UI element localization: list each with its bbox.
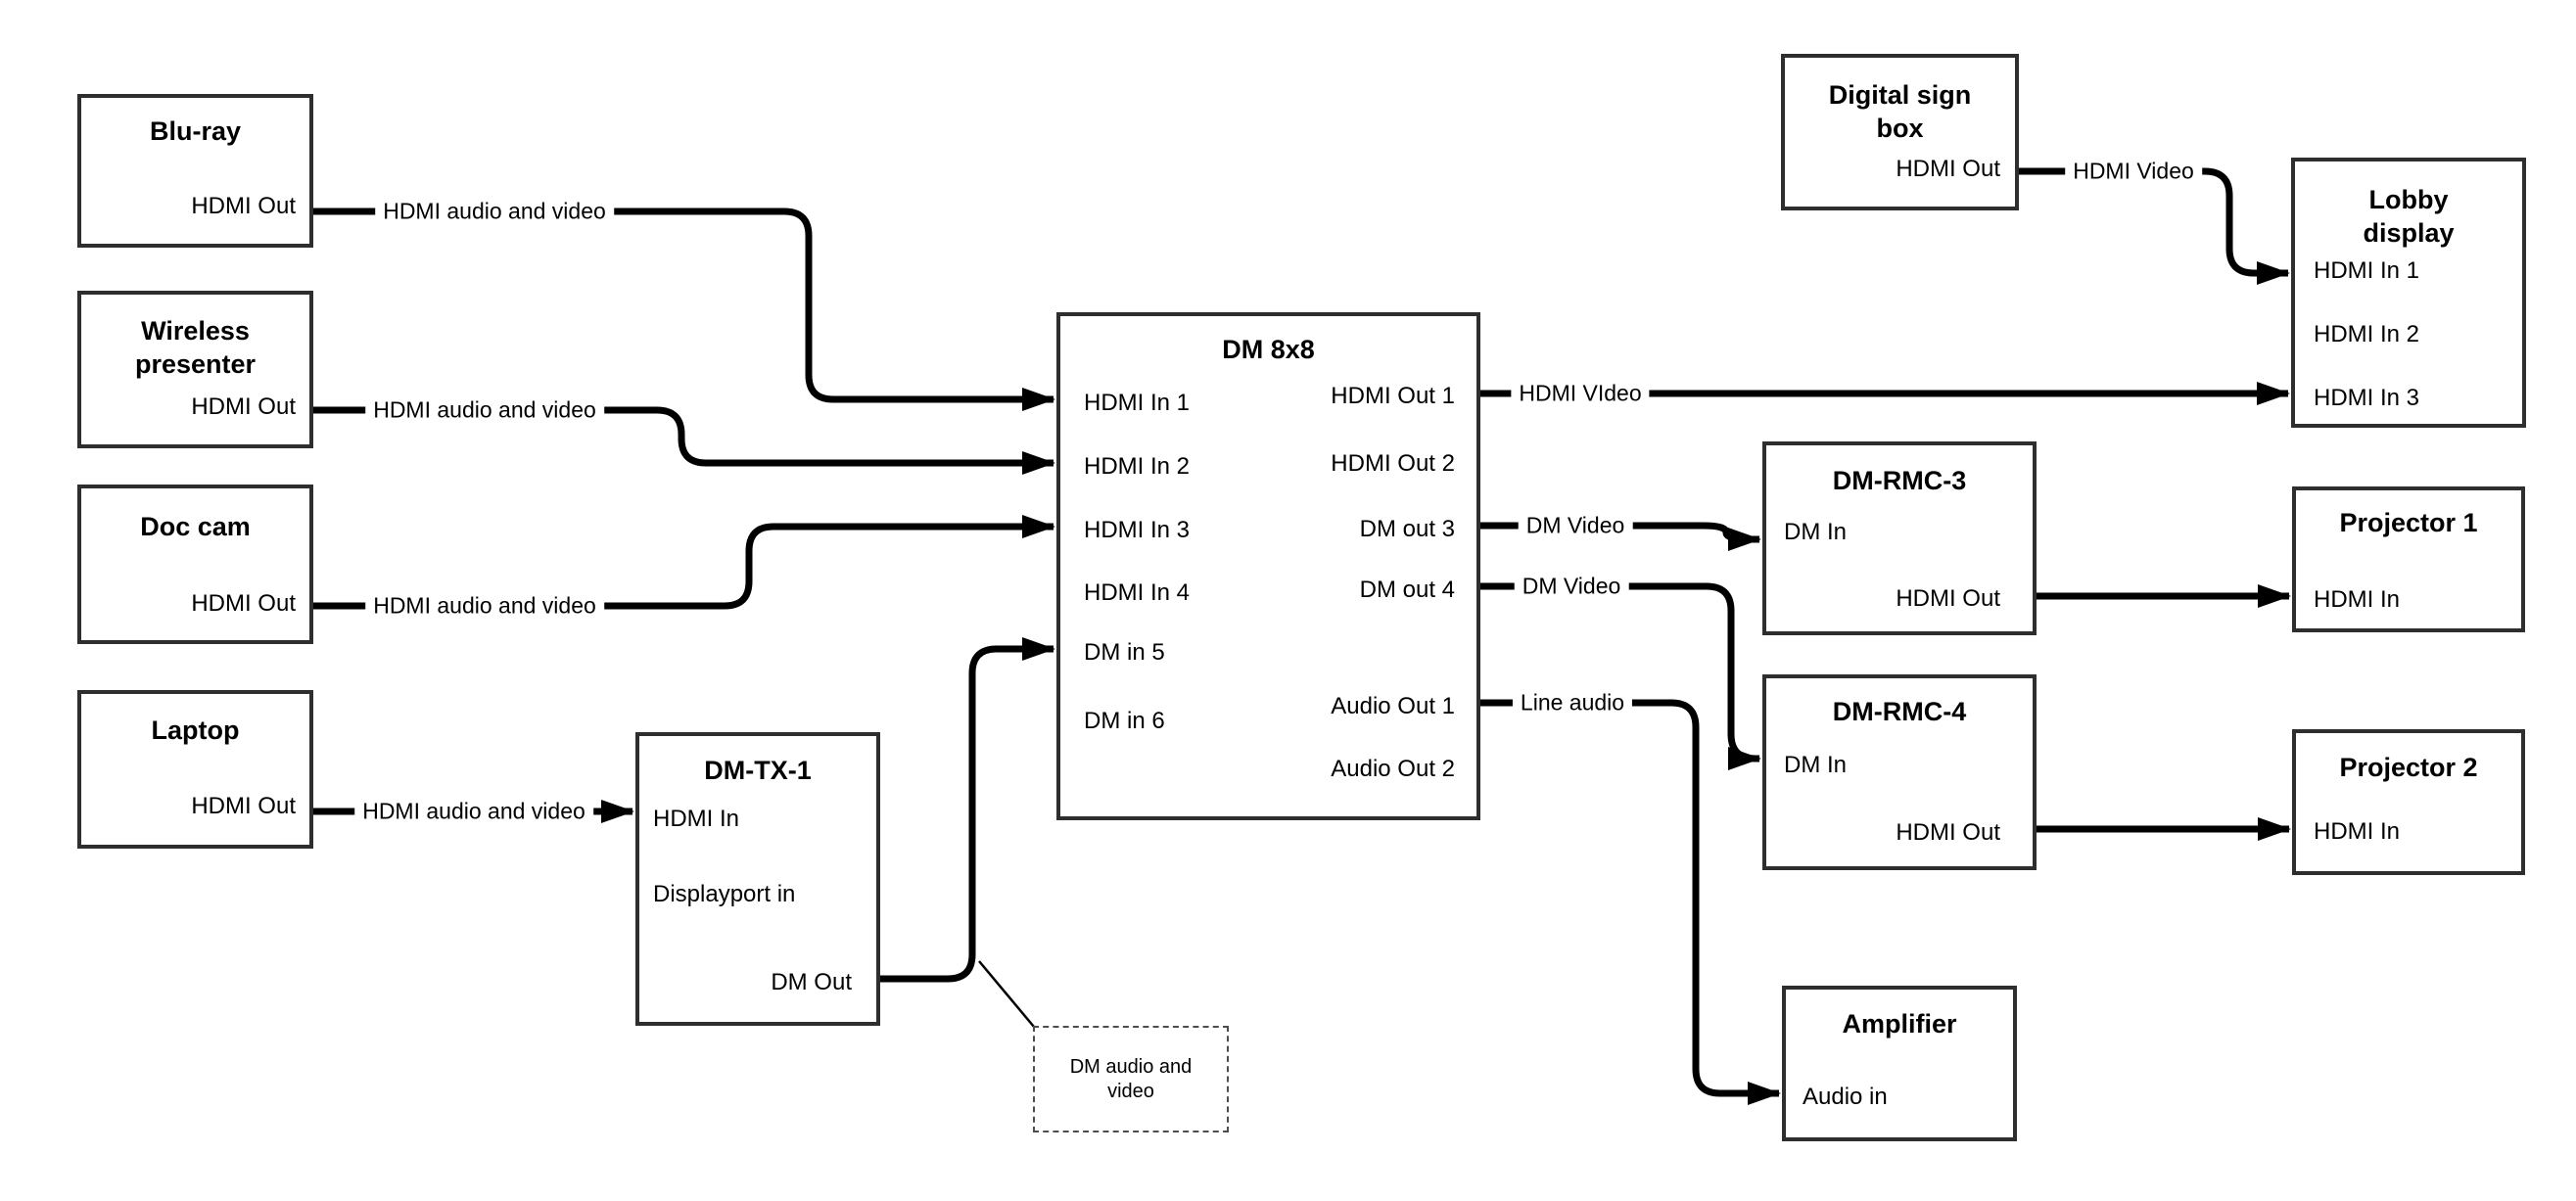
annotation-line1: DM audio and (1069, 1055, 1193, 1078)
port-rmc3-hdmi-out: HDMI Out (1896, 585, 2000, 612)
port-dm8x8-audio-out-1: Audio Out 1 (1331, 693, 1455, 719)
node-laptop: Laptop HDMI Out (77, 690, 313, 849)
port-lobby-hdmi-in-1: HDMI In 1 (2314, 257, 2420, 284)
wire-doccam-to-dm8x8-hdmi-in3 (313, 515, 1055, 610)
port-amplifier-audio-in: Audio in (1803, 1084, 1888, 1110)
wire-label-hdmi-video-sign: HDMI Video (2065, 158, 2202, 185)
wire-dm8x8-dmout3-to-rmc3-dm-in (1480, 522, 1761, 551)
node-title: Amplifier (1842, 1009, 1957, 1039)
port-bluray-hdmi-out: HDMI Out (191, 193, 296, 219)
node-dm-tx-1: DM-TX-1 HDMI In Displayport in DM Out (635, 732, 880, 1026)
port-projector1-hdmi-in: HDMI In (2314, 586, 2401, 613)
wire-label-doccam: HDMI audio and video (365, 592, 604, 620)
port-dm8x8-dm-out-3: DM out 3 (1359, 516, 1455, 542)
port-digitalsign-hdmi-out: HDMI Out (1896, 156, 2000, 182)
port-dm8x8-hdmi-in-3: HDMI In 3 (1084, 517, 1191, 543)
port-laptop-hdmi-out: HDMI Out (191, 793, 296, 819)
node-title-line1: Digital sign (1828, 80, 1972, 110)
wire-label-dm-video-out4: DM Video (1514, 573, 1629, 600)
wire-dm8x8-audioout1-to-amplifier (1480, 699, 1781, 1105)
port-dm8x8-hdmi-in-1: HDMI In 1 (1084, 390, 1191, 416)
node-dm-rmc-4: DM-RMC-4 DM In HDMI Out (1762, 674, 2037, 870)
node-title-line1: Lobby (2368, 185, 2449, 214)
wire-label-hdmi-video-out1: HDMI VIdeo (1511, 380, 1650, 407)
node-projector-2: Projector 2 HDMI In (2292, 729, 2525, 875)
node-title: Doc cam (140, 512, 251, 541)
port-dm8x8-dm-in-6: DM in 6 (1084, 708, 1165, 734)
port-rmc4-hdmi-out: HDMI Out (1896, 819, 2000, 846)
node-title: DM-RMC-3 (1832, 466, 1967, 495)
port-rmc3-dm-in: DM In (1784, 519, 1848, 545)
node-title: DM-TX-1 (704, 756, 812, 785)
node-doc-cam: Doc cam HDMI Out (77, 485, 313, 644)
annotation-line2: video (1107, 1080, 1154, 1102)
port-dm8x8-hdmi-out-2: HDMI Out 2 (1331, 450, 1455, 477)
port-dmtx1-hdmi-in: HDMI In (653, 806, 740, 832)
annotation-leader-line (978, 960, 1035, 1028)
port-dmtx1-dm-out: DM Out (771, 969, 852, 995)
port-wireless-hdmi-out: HDMI Out (191, 393, 296, 420)
port-rmc4-dm-in: DM In (1784, 752, 1848, 778)
node-dm-8x8: DM 8x8 HDMI In 1 HDMI In 2 HDMI In 3 HDM… (1056, 312, 1480, 820)
node-title: Projector 2 (2339, 753, 2478, 782)
node-lobby-display: Lobby display HDMI In 1 HDMI In 2 HDMI I… (2291, 158, 2526, 428)
port-dm8x8-audio-out-2: Audio Out 2 (1331, 756, 1455, 782)
wire-label-wireless: HDMI audio and video (365, 396, 604, 424)
wire-dm8x8-dmout4-to-rmc4-dm-in (1480, 582, 1761, 770)
wire-bluray-to-dm8x8-hdmi-in1 (313, 208, 1055, 411)
wire-label-dm-video-out3: DM Video (1518, 512, 1633, 539)
port-lobby-hdmi-in-3: HDMI In 3 (2314, 385, 2420, 411)
node-title: Projector 1 (2339, 508, 2478, 537)
wire-dmtx1-dmout-to-dm8x8-dm-in5 (880, 637, 1055, 983)
wire-label-bluray: HDMI audio and video (375, 198, 614, 225)
wire-label-line-audio: Line audio (1512, 689, 1633, 716)
node-title: DM 8x8 (1222, 335, 1315, 364)
node-title: Digital sign box (1785, 78, 2015, 145)
port-doccam-hdmi-out: HDMI Out (191, 590, 296, 617)
port-dm8x8-dm-out-4: DM out 4 (1359, 577, 1455, 603)
wire-digitalsign-to-lobby-hdmi-in1 (2019, 167, 2290, 285)
node-title-line2: presenter (134, 349, 257, 379)
port-dm8x8-hdmi-in-4: HDMI In 4 (1084, 579, 1191, 606)
node-bluray: Blu-ray HDMI Out (77, 94, 313, 248)
node-wireless-presenter: Wireless presenter HDMI Out (77, 291, 313, 448)
node-digital-sign-box: Digital sign box HDMI Out (1781, 54, 2019, 210)
node-title: Blu-ray (149, 116, 242, 146)
node-title: Wireless presenter (81, 314, 309, 381)
port-dm8x8-hdmi-out-1: HDMI Out 1 (1331, 383, 1455, 409)
port-projector2-hdmi-in: HDMI In (2314, 818, 2401, 845)
wire-wireless-to-dm8x8-hdmi-in2 (313, 406, 1055, 475)
node-projector-1: Projector 1 HDMI In (2292, 486, 2525, 632)
node-amplifier: Amplifier Audio in (1782, 986, 2017, 1141)
port-dm8x8-hdmi-in-2: HDMI In 2 (1084, 453, 1191, 480)
wire-label-laptop: HDMI audio and video (354, 798, 593, 825)
annotation-dm-audio-and-video: DM audio and video (1033, 1026, 1229, 1132)
port-lobby-hdmi-in-2: HDMI In 2 (2314, 321, 2420, 347)
node-title: Laptop (151, 716, 240, 745)
node-dm-rmc-3: DM-RMC-3 DM In HDMI Out (1762, 441, 2037, 635)
port-dmtx1-displayport-in: Displayport in (653, 881, 796, 907)
port-dm8x8-dm-in-5: DM in 5 (1084, 639, 1165, 666)
node-title-line1: Wireless (141, 316, 250, 346)
node-title: Lobby display (2295, 183, 2522, 250)
node-title-line2: box (1876, 114, 1924, 143)
node-title: DM-RMC-4 (1832, 697, 1967, 726)
node-title-line2: display (2363, 218, 2455, 248)
